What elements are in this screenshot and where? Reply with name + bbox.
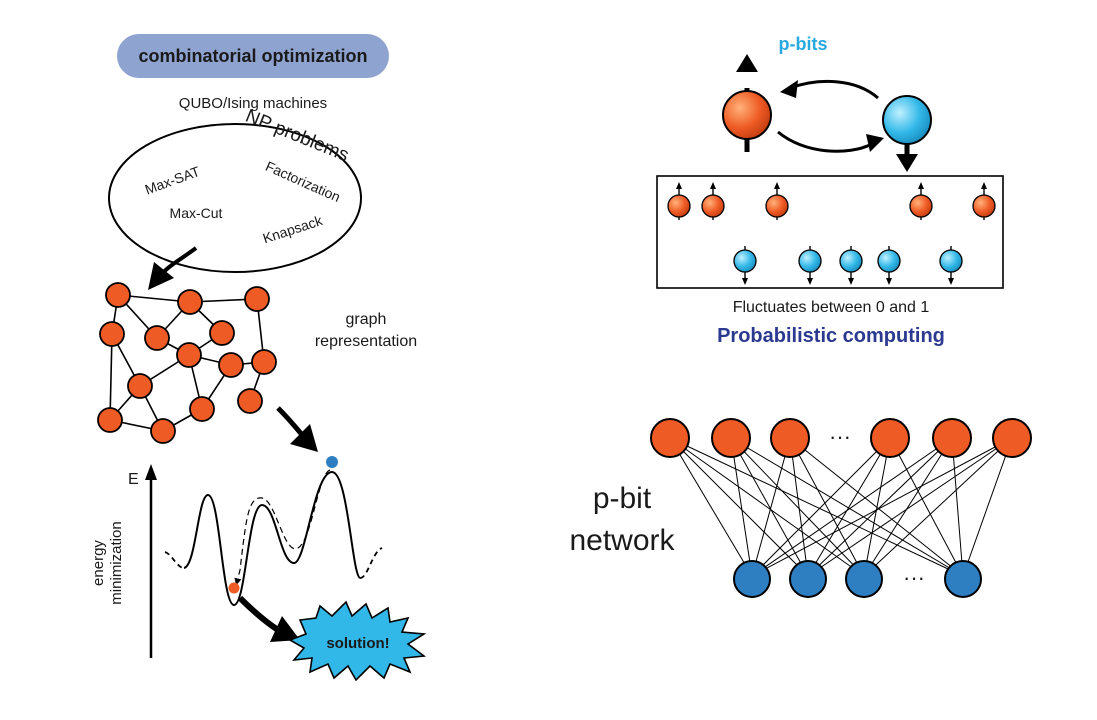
network-bottom-ellipsis: ··· [903,565,925,590]
probabilistic-computing-label: Probabilistic computing [717,325,945,347]
big-orange-pbit [722,90,772,140]
pbits-title: p-bits [779,34,828,54]
energy-label-line2: minimization [108,521,125,604]
arrow-to-landscape-head [290,424,318,452]
combinatorial-optimization-badge: combinatorial optimization [117,34,389,78]
small-blue-pbits [733,246,963,285]
problem-max-cut: Max-Cut [170,205,223,221]
exchange-arrow-bottom [777,130,873,153]
big-orange-pbit-up-arrow [736,54,758,72]
exchange-arrow-bottom-head [866,134,884,152]
graph-nodes [97,282,277,444]
exchange-arrow-top [789,79,879,100]
network-label-line1: p-bit [593,482,652,515]
descent-path [234,469,331,586]
start-state-dot [326,456,338,468]
arrow-to-graph-head [148,262,174,290]
qubo-ising-label: QUBO/Ising machines [179,95,327,112]
landscape-left-dashed [164,551,185,569]
arrow-to-landscape-shaft [276,406,305,438]
fluctuates-label: Fluctuates between 0 and 1 [733,299,930,316]
np-problems-ellipse [108,123,362,273]
big-blue-pbit-down-arrow [896,154,918,172]
exchange-arrow-top-head [780,80,798,98]
network-bottom-blue-nodes [733,560,982,598]
landscape-right-dashed [359,547,383,579]
network-edges [669,437,1013,577]
big-blue-pbit [882,95,932,145]
solution-state-dot [228,582,240,594]
arrow-to-solution-head [270,616,300,642]
network-top-orange-nodes [650,418,1032,458]
energy-axis-label: E [128,471,139,488]
solution-burst [288,600,427,682]
graph-label-line1: graph [346,311,387,328]
energy-axis-arrowhead [145,464,157,480]
network-label-line2: network [569,524,675,557]
solution-label: solution! [326,635,389,652]
network-top-ellipsis: ··· [829,424,851,449]
arrow-to-solution-shaft [237,595,280,633]
small-orange-pbits [667,182,996,220]
energy-label-line1: energy [90,540,107,586]
graph-label-line2: representation [315,333,417,350]
energy-landscape-curve [183,470,361,607]
